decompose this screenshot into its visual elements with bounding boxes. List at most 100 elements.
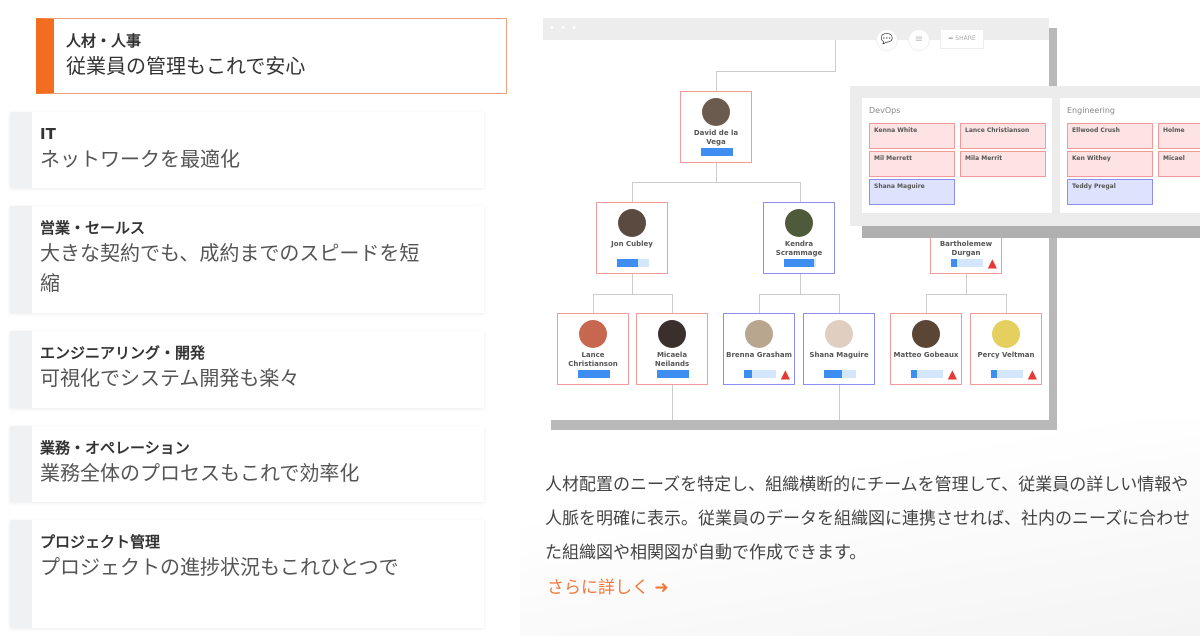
progress-bar <box>824 370 856 378</box>
org-node[interactable]: Lance Christianson <box>557 313 629 385</box>
tab-project[interactable]: プロジェクト管理プロジェクトの進捗状況もこれひとつで <box>10 520 484 628</box>
avatar <box>702 98 730 126</box>
node-name: Percy Veltman <box>977 351 1035 359</box>
member-card[interactable]: Mil Merrett <box>869 151 955 177</box>
warning-icon: ▲ <box>947 367 957 381</box>
progress-bar <box>784 259 816 267</box>
progress-fill <box>911 370 918 378</box>
progress-fill <box>824 370 842 378</box>
member-card[interactable]: Micael <box>1158 151 1200 177</box>
comment-icon[interactable]: 💬 <box>876 29 898 51</box>
org-node[interactable]: David de la Vega <box>680 91 752 163</box>
connector-line <box>716 71 717 91</box>
connector-line <box>716 71 836 72</box>
org-node[interactable]: Shana Maguire <box>803 313 875 385</box>
node-name: Jon Cubley <box>611 240 653 248</box>
tab-desc: プロジェクトの進捗状況もこれひとつで <box>40 555 399 579</box>
node-name: Bartholemew Durgan <box>939 240 993 257</box>
connector-line <box>839 294 840 313</box>
database-icon[interactable]: ≡ <box>908 29 930 51</box>
progress-fill <box>991 370 998 378</box>
member-card[interactable]: Mila Merrit <box>960 151 1046 177</box>
connector-line <box>716 163 717 182</box>
progress-fill <box>744 370 752 378</box>
warning-icon: ▲ <box>1027 367 1037 381</box>
member-card[interactable]: Ken Withey <box>1067 151 1153 177</box>
connector-line <box>926 294 927 313</box>
member-card[interactable]: Shana Maguire <box>869 179 955 205</box>
member-card[interactable]: Holme <box>1158 123 1200 149</box>
group-title: Engineering <box>1067 106 1115 115</box>
tab-operations[interactable]: 業務・オペレーション業務全体のプロセスもこれで効率化 <box>10 426 484 502</box>
connector-line <box>839 385 840 420</box>
connector-line <box>759 294 839 295</box>
org-node[interactable]: Percy Veltman ▲ <box>970 313 1042 385</box>
member-card[interactable]: Ellwood Crush <box>1067 123 1153 149</box>
tab-desc: 業務全体のプロセスもこれで効率化 <box>40 461 360 485</box>
node-name: Lance Christianson <box>568 351 618 368</box>
member-card[interactable]: Teddy Pregal <box>1067 179 1153 205</box>
member-card[interactable]: Kenna White <box>869 123 955 149</box>
avatar <box>745 320 773 348</box>
connector-line <box>759 294 760 313</box>
progress-fill <box>657 370 689 378</box>
progress-bar <box>617 259 649 267</box>
tab-desc: 大きな契約でも、成約までのスピードを短縮 <box>40 241 420 295</box>
progress-bar <box>951 259 983 267</box>
connector-line <box>632 182 633 202</box>
tab-desc: 従業員の管理もこれで安心 <box>66 54 306 78</box>
org-node[interactable]: Kendra Scrammage <box>763 202 835 274</box>
node-name: Shana Maguire <box>809 351 869 359</box>
progress-bar <box>744 370 776 378</box>
tab-title: 人材・人事 <box>66 32 142 50</box>
background-fade <box>520 420 1200 636</box>
org-node[interactable]: Micaela Neilands <box>636 313 708 385</box>
connector-line <box>632 274 633 294</box>
progress-fill <box>951 259 958 267</box>
connector-line <box>1006 294 1007 313</box>
connector-line <box>966 274 967 294</box>
window-dots: • • • <box>549 23 579 34</box>
org-node[interactable]: Brenna Grasham ▲ <box>723 313 795 385</box>
warning-icon: ▲ <box>780 367 790 381</box>
tab-desc: 可視化でシステム開発も楽々 <box>40 366 300 390</box>
tab-title: IT <box>40 125 56 143</box>
tab-title: プロジェクト管理 <box>40 533 161 551</box>
avatar <box>785 209 813 237</box>
avatar <box>658 320 686 348</box>
connector-line <box>672 385 673 420</box>
avatar <box>825 320 853 348</box>
avatar <box>912 320 940 348</box>
connector-line <box>926 294 1006 295</box>
node-name: Kendra Scrammage <box>775 240 823 257</box>
connector-line <box>672 294 673 313</box>
connector-line <box>800 274 801 294</box>
org-node[interactable]: Jon Cubley <box>596 202 668 274</box>
progress-bar <box>911 370 943 378</box>
connector-line <box>593 294 673 295</box>
tab-title: 営業・セールス <box>40 219 146 237</box>
group-title: DevOps <box>869 106 901 115</box>
tab-title: エンジニアリング・開発 <box>40 344 206 362</box>
member-card[interactable]: Lance Christianson <box>960 123 1046 149</box>
tab-sales[interactable]: 営業・セールス大きな契約でも、成約までのスピードを短縮 <box>10 206 484 313</box>
progress-fill <box>617 259 638 267</box>
learn-more-link[interactable]: さらに詳しく ➜ <box>547 578 669 598</box>
node-name: Brenna Grasham <box>726 351 792 359</box>
warning-icon: ▲ <box>987 256 997 270</box>
share-button[interactable]: ➦ SHARE <box>940 29 984 49</box>
progress-bar <box>578 370 610 378</box>
progress-bar <box>657 370 689 378</box>
node-name: David de la Vega <box>693 129 739 146</box>
org-node[interactable]: Matteo Gobeaux ▲ <box>890 313 962 385</box>
node-name: Matteo Gobeaux <box>893 351 959 359</box>
tab-engineering[interactable]: エンジニアリング・開発可視化でシステム開発も楽々 <box>10 331 484 408</box>
connector-line <box>800 182 801 202</box>
connector-line <box>835 40 836 72</box>
tab-hr[interactable]: 人材・人事従業員の管理もこれで安心 <box>36 18 507 94</box>
progress-bar <box>701 148 733 156</box>
